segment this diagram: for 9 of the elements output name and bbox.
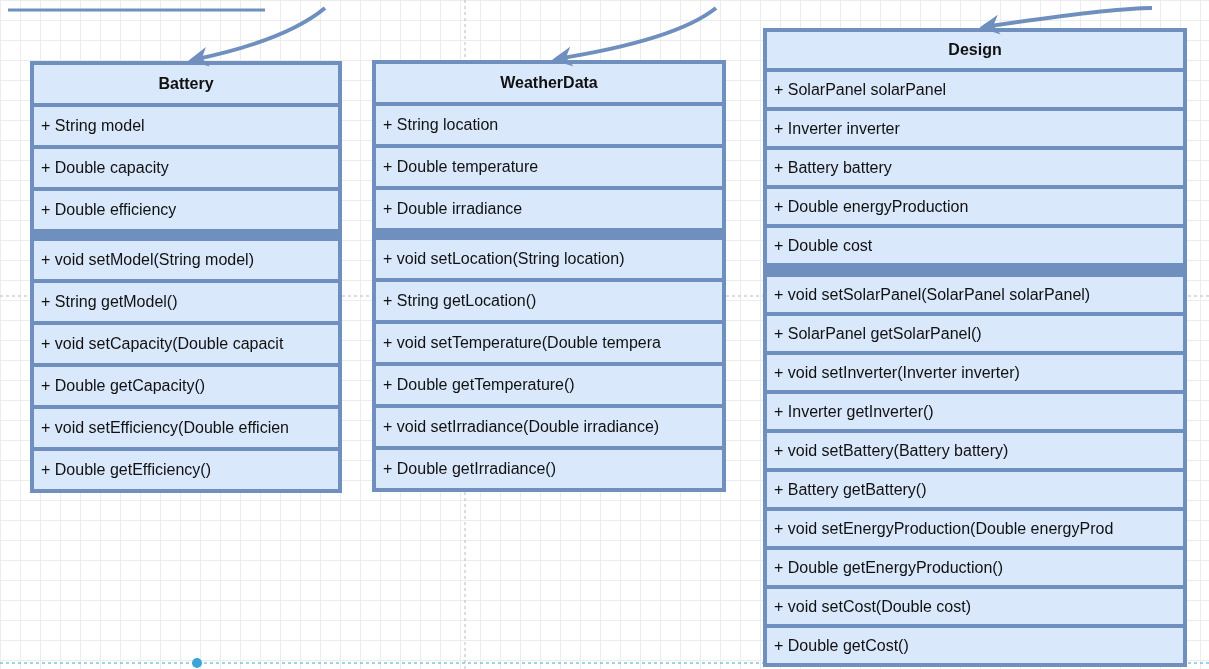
class-box: [30, 61, 342, 493]
class-box: [372, 60, 726, 492]
arrow: [979, 6, 1153, 35]
class-name: WeatherData: [500, 73, 598, 93]
class-name: Battery: [158, 74, 214, 94]
class-name: Design: [948, 40, 1002, 60]
class-box: [763, 28, 1187, 667]
arrow: [552, 6, 718, 67]
arrow: [188, 6, 327, 67]
